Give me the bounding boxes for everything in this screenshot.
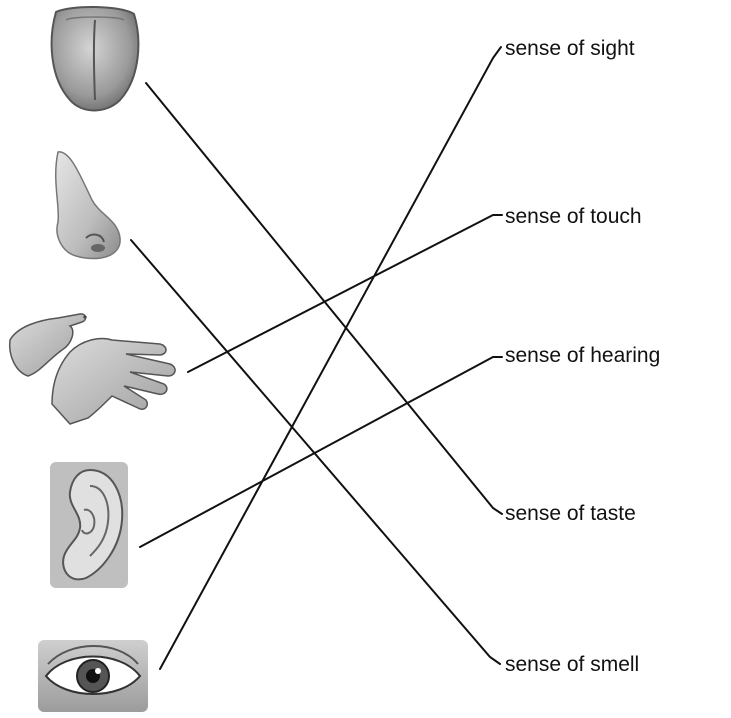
label-sense-of-sight: sense of sight [505,37,635,61]
label-sense-of-hearing: sense of hearing [505,344,660,368]
line-tongue-taste [146,83,502,514]
label-sense-of-smell: sense of smell [505,653,639,677]
label-sense-of-taste: sense of taste [505,502,636,526]
hand-icon [10,314,175,424]
line-eye-sight [160,47,501,669]
label-sense-of-touch: sense of touch [505,205,642,229]
line-hand-touch [188,215,502,372]
tongue-icon [52,7,139,111]
nose-icon [56,152,120,259]
eye-icon [38,640,148,712]
connector-lines [131,47,502,669]
ear-icon [50,462,128,588]
